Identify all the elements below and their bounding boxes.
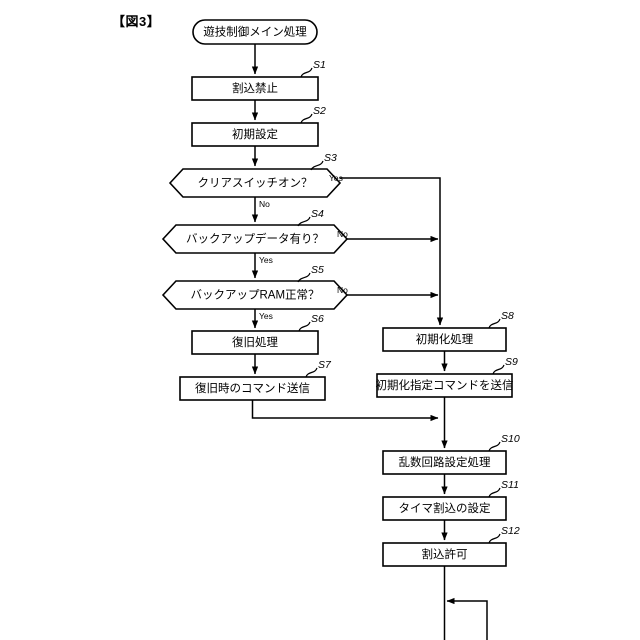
step-label-s7: S7: [318, 359, 332, 371]
step-label-s1: S1: [313, 59, 326, 71]
step-label-s9: S9: [505, 356, 518, 368]
branch-label-s3-no: No: [259, 199, 270, 209]
node-s4-label: バックアップデータ有り？: [186, 232, 324, 246]
node-s11-label: タイマ割込の設定: [399, 501, 491, 515]
edge-s7-s10: [251, 400, 439, 422]
start-terminator-label: 遊技制御メイン処理: [203, 25, 307, 39]
step-label-s3: S3: [324, 152, 337, 164]
node-s2-label: 初期設定: [232, 127, 278, 141]
node-s1-label: 割込禁止: [232, 81, 278, 95]
step-leader-s2: [300, 113, 313, 124]
step-label-s4: S4: [311, 208, 324, 220]
step-leader-s12: [488, 533, 501, 544]
step-leader-s1: [300, 67, 313, 78]
step-leader-s9: [492, 364, 505, 375]
step-leader-s5: [297, 272, 311, 283]
step-label-s11: S11: [501, 479, 519, 491]
node-s8-label: 初期化処理: [416, 332, 474, 346]
step-label-s6: S6: [311, 313, 324, 325]
step-leader-s7: [305, 367, 318, 378]
node-s5-label: バックアップRAM正常？: [190, 289, 319, 302]
node-s3-label: クリアスイッチオン？: [198, 177, 313, 190]
step-label-s5: S5: [311, 264, 324, 276]
node-s12-label: 割込許可: [422, 547, 468, 561]
figure-label: 【図3】: [112, 14, 160, 29]
edge-s3-yes-trunk: [340, 177, 444, 326]
branch-label-s3-yes: Yes: [329, 173, 343, 183]
step-leader-s10: [488, 441, 501, 452]
branch-label-s5-yes: Yes: [259, 311, 273, 321]
step-label-s10: S10: [501, 433, 520, 445]
branch-label-s5-no: No: [337, 285, 348, 295]
step-leader-s6: [298, 321, 311, 332]
step-leader-s11: [488, 487, 501, 498]
node-s10-label: 乱数回路設定処理: [399, 455, 491, 469]
step-label-s2: S2: [313, 105, 326, 117]
node-s7-label: 復旧時のコマンド送信: [195, 381, 310, 395]
step-label-s8: S8: [501, 310, 514, 322]
node-s6-label: 復旧処理: [232, 335, 278, 349]
branch-label-s4-yes: Yes: [259, 255, 273, 265]
branch-label-s4-no: No: [337, 229, 348, 239]
step-leader-s3: [310, 160, 324, 171]
step-leader-s4: [297, 216, 311, 227]
loop-return-path: [446, 597, 488, 640]
node-s3: [168, 168, 342, 198]
node-s9-label: 初期化指定コマンドを送信: [376, 378, 514, 392]
step-leader-s8: [488, 318, 501, 329]
step-label-s12: S12: [501, 525, 520, 537]
